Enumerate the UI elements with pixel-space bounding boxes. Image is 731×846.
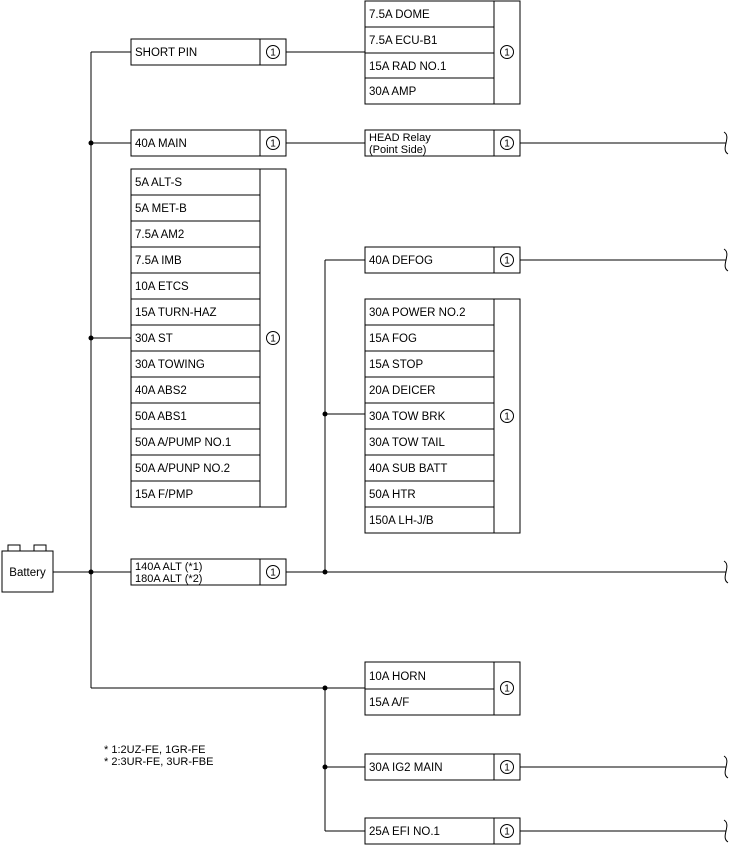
fuse-label: 30A IG2 MAIN	[369, 762, 443, 774]
circuit-number: 1	[504, 256, 510, 267]
fuse-label: 10A ETCS	[135, 281, 189, 293]
circuit-number: 1	[504, 827, 510, 838]
junction-dot	[322, 569, 328, 575]
short-pin: SHORT PIN 1	[130, 38, 287, 66]
fuse-label: 20A DEICER	[369, 385, 435, 397]
circuit-number: 1	[504, 139, 510, 150]
circuit-number: 1	[270, 568, 276, 579]
battery-label: Battery	[9, 567, 46, 579]
power-fuse-group: 30A POWER NO.2 15A FOG 15A STOP 20A DEIC…	[364, 298, 521, 534]
circuit-number-badge	[500, 760, 514, 774]
footnote: * 1:2UZ-FE, 1GR-FE	[104, 744, 205, 756]
junction-dots	[88, 140, 328, 770]
main-fuse-group: 5A ALT-S 5A MET-B 7.5A AM2 7.5A IMB 10A …	[130, 168, 287, 508]
fuse-label: 15A RAD NO.1	[369, 61, 446, 73]
ig2-fuse: 30A IG2 MAIN 1	[364, 753, 521, 781]
fuse-label: 50A A/PUNP NO.2	[135, 463, 230, 475]
alt-label-line1: 140A ALT (*1)	[135, 561, 202, 573]
fuse-label: 50A ABS1	[135, 411, 187, 423]
footnotes: * 1:2UZ-FE, 1GR-FE * 2:3UR-FE, 3UR-FBE	[104, 744, 213, 768]
circuit-number-badge	[266, 331, 280, 345]
junction-dot	[322, 685, 328, 691]
fuse-label: 5A MET-B	[135, 203, 187, 215]
fuse-label: 15A A/F	[369, 697, 409, 709]
alt-label-line2: 180A ALT (*2)	[135, 573, 202, 585]
fuse-label: 30A POWER NO.2	[369, 307, 466, 319]
defog-fuse: 40A DEFOG 1	[364, 246, 521, 274]
wire-break-mark	[723, 755, 729, 779]
circuit-number-badge	[266, 136, 280, 150]
fuse-label: 5A ALT-S	[135, 177, 182, 189]
circuit-number-badge	[500, 45, 514, 59]
fuse-label: 30A TOW TAIL	[369, 437, 445, 449]
circuit-number: 1	[270, 139, 276, 150]
fuse-label: 25A EFI NO.1	[369, 826, 440, 838]
battery-body	[1, 550, 54, 593]
wire-break-mark	[723, 819, 729, 843]
fuse-label: 40A MAIN	[135, 138, 187, 150]
footnote: * 2:3UR-FE, 3UR-FBE	[104, 756, 213, 768]
fuse-label: 30A AMP	[369, 86, 417, 98]
wire-break-mark	[723, 248, 729, 272]
junction-dot	[322, 764, 328, 770]
circuit-number-badge	[500, 136, 514, 150]
circuit-number: 1	[270, 48, 276, 59]
fuse-label: 7.5A DOME	[369, 9, 430, 21]
circuit-number-badge	[266, 565, 280, 579]
circuit-number: 1	[504, 48, 510, 59]
circuit-number-badge	[500, 409, 514, 423]
fuse-label: 15A F/PMP	[135, 489, 193, 501]
continuation-marks	[723, 131, 729, 843]
battery-terminal	[33, 544, 47, 552]
fuse-label: 10A HORN	[369, 671, 426, 683]
battery-terminal	[7, 544, 21, 552]
fuse-label: 7.5A AM2	[135, 229, 184, 241]
fuse-label: 15A STOP	[369, 359, 423, 371]
fuse-label: 30A ST	[135, 333, 173, 345]
junction-dot	[88, 569, 94, 575]
fuse-label: 50A A/PUMP NO.1	[135, 437, 231, 449]
circuit-number: 1	[504, 763, 510, 774]
fuse-label: 15A FOG	[369, 333, 417, 345]
main-fuse: 40A MAIN 1	[130, 129, 287, 157]
efi-fuse: 25A EFI NO.1 1	[364, 817, 521, 845]
circuit-number: 1	[270, 334, 276, 345]
wiring	[53, 51, 726, 832]
fuse-label: 15A TURN-HAZ	[135, 307, 217, 319]
wire-break-mark	[723, 131, 729, 155]
fuse-label: 7.5A IMB	[135, 255, 182, 267]
junction-dot	[88, 335, 94, 341]
alt-fuse: 140A ALT (*1) 180A ALT (*2) 1	[130, 558, 287, 586]
head-relay-label-line1: HEAD Relay	[369, 132, 431, 144]
horn-fuse-group: 10A HORN 15A A/F 1	[364, 661, 521, 716]
fuse-label: 40A DEFOG	[369, 255, 433, 267]
fuse-label: 30A TOW BRK	[369, 411, 446, 423]
battery: Battery	[1, 544, 54, 593]
head-relay-label-line2: (Point Side)	[369, 144, 426, 156]
junction-dot	[88, 140, 94, 146]
junction-dot	[322, 411, 328, 417]
circuit-number-badge	[500, 824, 514, 838]
circuit-number-badge	[500, 253, 514, 267]
fuse-label: 50A HTR	[369, 489, 416, 501]
top-fuse-group: 7.5A DOME 7.5A ECU-B1 15A RAD NO.1 30A A…	[364, 0, 521, 105]
head-relay: HEAD Relay (Point Side) 1	[364, 129, 521, 157]
fuse-label: 150A LH-J/B	[369, 515, 434, 527]
fuse-label: 40A SUB BATT	[369, 463, 447, 475]
circuit-number: 1	[504, 684, 510, 695]
fuse-label: 40A ABS2	[135, 385, 187, 397]
circuit-number: 1	[504, 412, 510, 423]
circuit-number-badge	[500, 681, 514, 695]
fuse-label: 7.5A ECU-B1	[369, 35, 437, 47]
wire-break-mark	[723, 560, 729, 584]
short-pin-label: SHORT PIN	[135, 47, 197, 59]
circuit-number-badge	[266, 45, 280, 59]
fuse-label: 30A TOWING	[135, 359, 205, 371]
